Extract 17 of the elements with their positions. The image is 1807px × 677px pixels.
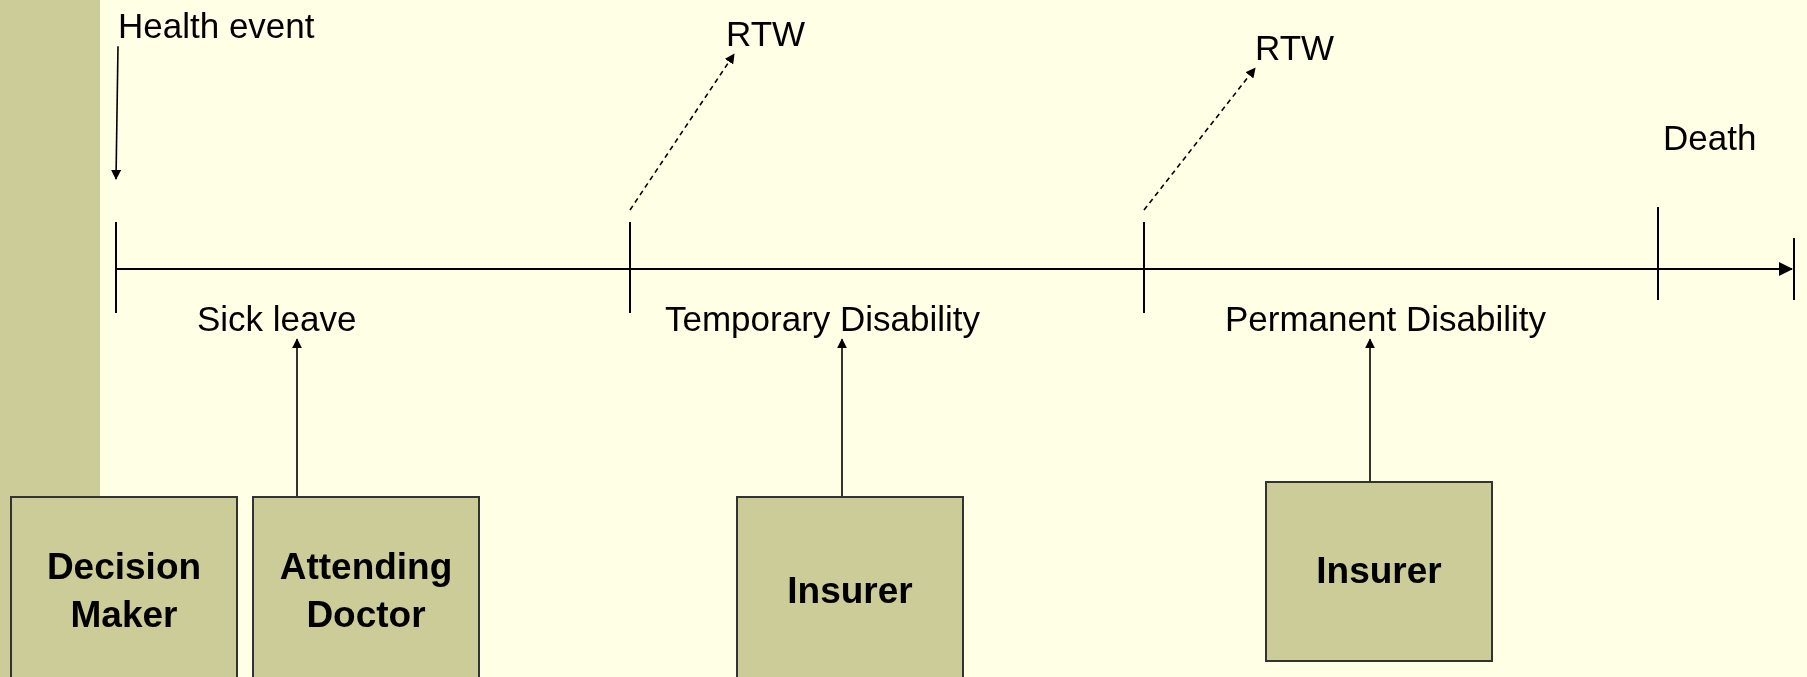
- arrow: [1365, 338, 1375, 482]
- outcome-label: RTW: [726, 14, 806, 55]
- outcome-label: RTW: [1255, 28, 1335, 69]
- dashed-arrow: [1143, 67, 1256, 211]
- phase-label: Sick leave: [197, 299, 357, 340]
- phase-label: Permanent Disability: [1225, 299, 1546, 340]
- phase-label: Temporary Disability: [665, 299, 981, 340]
- arrow: [837, 338, 847, 497]
- role-box: Decision Maker: [10, 496, 238, 677]
- event-label: Health event: [118, 6, 315, 47]
- arrow: [111, 45, 122, 180]
- event-label: Death: [1663, 118, 1757, 159]
- role-box: Insurer: [1265, 481, 1493, 662]
- arrow: [292, 338, 302, 497]
- role-box: Insurer: [736, 496, 964, 677]
- role-box: Attending Doctor: [252, 496, 480, 677]
- dashed-arrow: [629, 53, 735, 211]
